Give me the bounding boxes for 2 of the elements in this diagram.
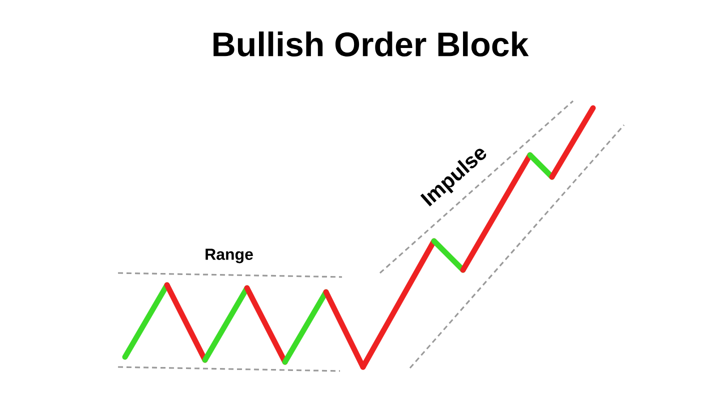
- text-label: Range: [206, 248, 253, 264]
- title: Bullish Order Block: [214, 32, 529, 56]
